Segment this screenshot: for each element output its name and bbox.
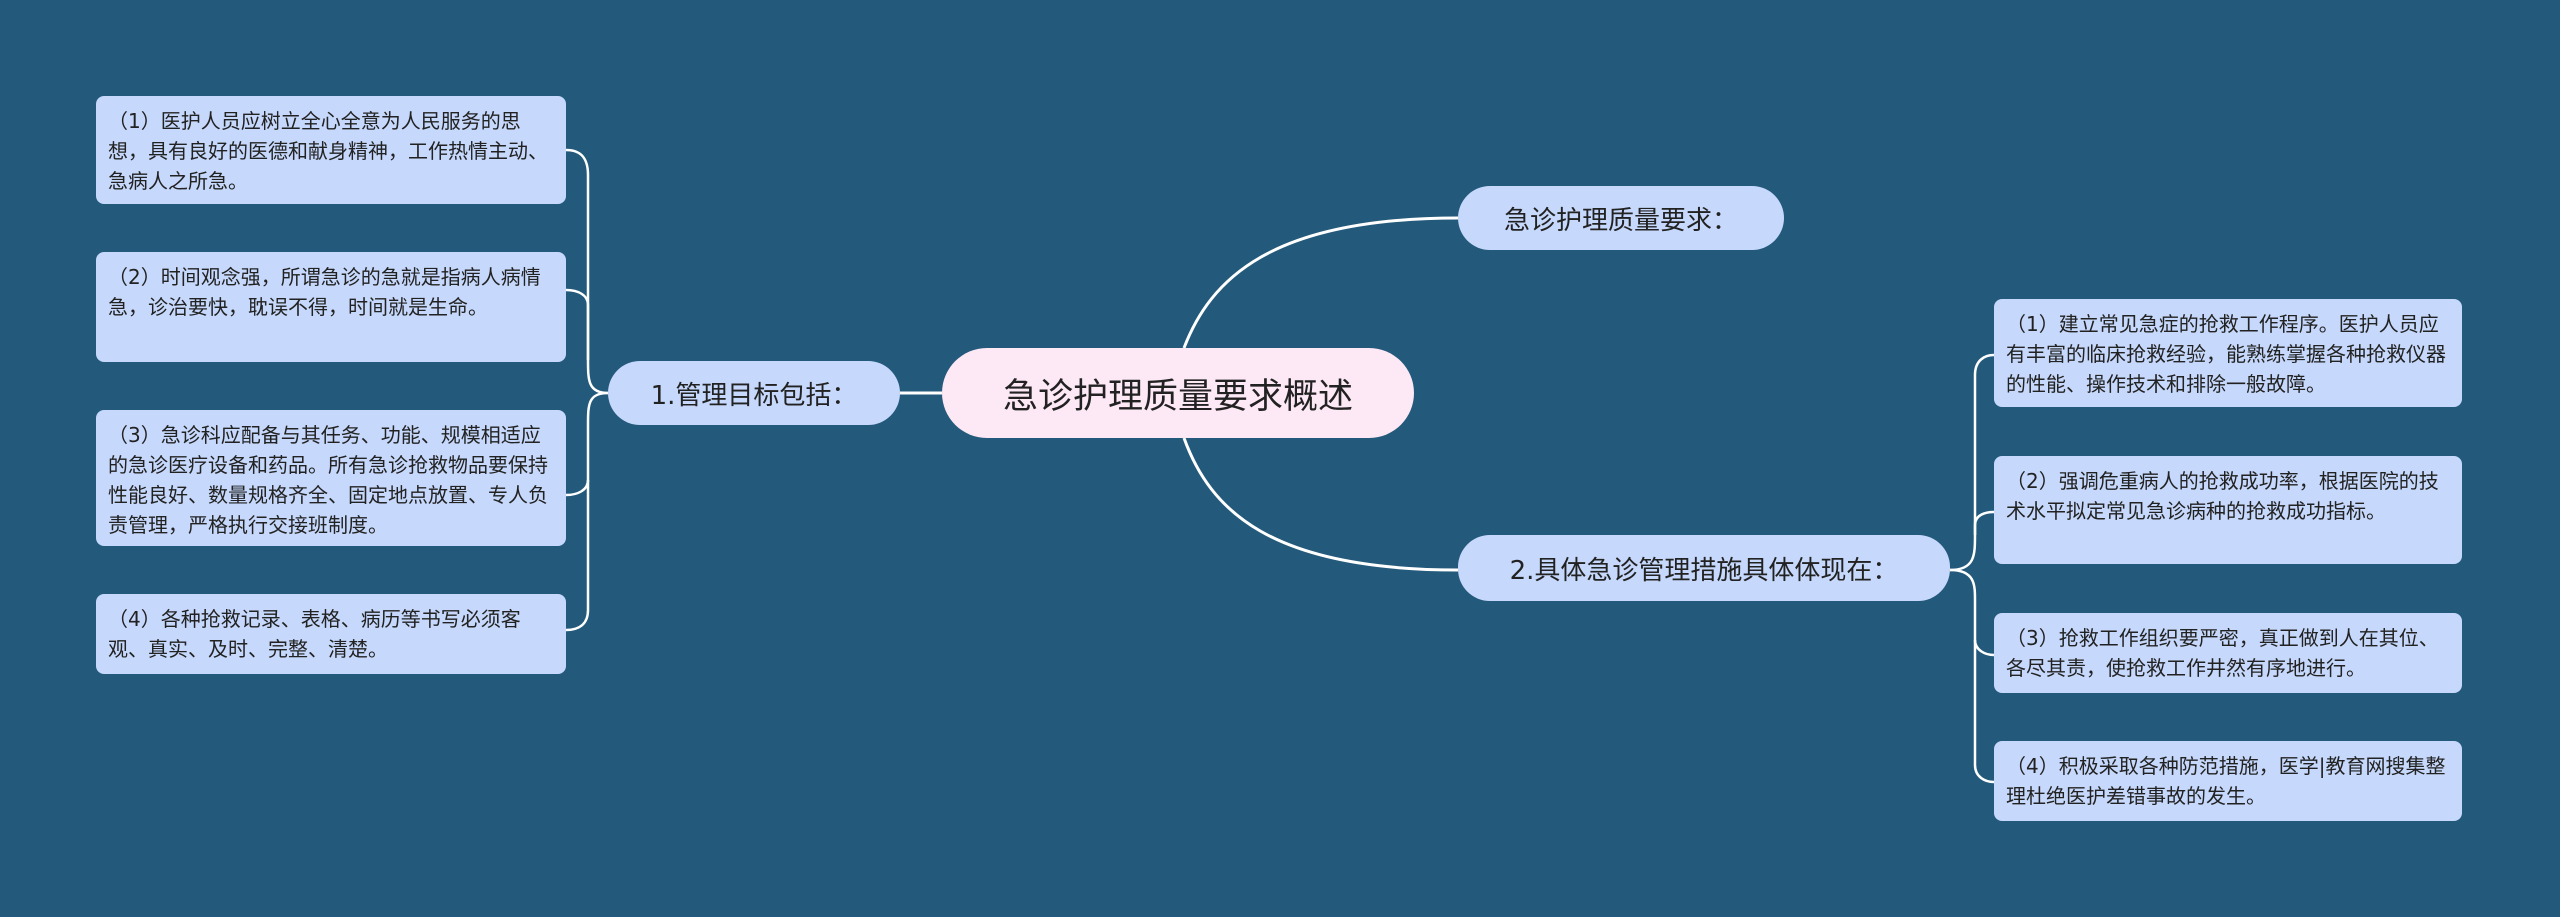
right-leaf-2-text: （2）强调危重病人的抢救成功率，根据医院的技术水平拟定常见急诊病种的抢救成功指标…: [2006, 469, 2439, 523]
left-leaf-2-text: （2）时间观念强，所谓急诊的急就是指病人病情急，诊治要快，耽误不得，时间就是生命…: [108, 265, 541, 319]
right-leaf-3-text: （3）抢救工作组织要严密，真正做到人在其位、各尽其责，使抢救工作井然有序地进行。: [2006, 626, 2439, 680]
left-leaf-4-text: （4）各种抢救记录、表格、病历等书写必须客观、真实、及时、完整、清楚。: [108, 607, 521, 661]
connector-central-to-top: [1182, 216, 1459, 349]
central-topic-label: 急诊护理质量要求概述: [1002, 376, 1353, 417]
right-leaf-2[interactable]: （2）强调危重病人的抢救成功率，根据医院的技术水平拟定常见急诊病种的抢救成功指标…: [1994, 456, 2462, 564]
connector-left-bracket: [565, 148, 609, 395]
central-topic[interactable]: 急诊护理质量要求概述: [942, 348, 1414, 438]
left-leaf-1-text: （1）医护人员应树立全心全意为人民服务的思想，具有良好的医德和献身精神，工作热情…: [108, 109, 548, 193]
left-leaf-2[interactable]: （2）时间观念强，所谓急诊的急就是指病人病情急，诊治要快，耽误不得，时间就是生命…: [96, 252, 566, 362]
left-leaf-1[interactable]: （1）医护人员应树立全心全意为人民服务的思想，具有良好的医德和献身精神，工作热情…: [96, 96, 566, 204]
connector-central-to-right: [1182, 437, 1459, 572]
right-leaf-4[interactable]: （4）积极采取各种防范措施，医学|教育网搜集整理杜绝医护差错事故的发生。: [1994, 741, 2462, 821]
right-leaf-3[interactable]: （3）抢救工作组织要严密，真正做到人在其位、各尽其责，使抢救工作井然有序地进行。: [1994, 613, 2462, 693]
left-leaf-3-text: （3）急诊科应配备与其任务、功能、规模相适应的急诊医疗设备和药品。所有急诊抢救物…: [108, 423, 548, 537]
branch-management-goals-label: 1.管理目标包括：: [650, 380, 858, 411]
left-leaf-3[interactable]: （3）急诊科应配备与其任务、功能、规模相适应的急诊医疗设备和药品。所有急诊抢救物…: [96, 410, 566, 546]
branch-quality-requirements[interactable]: 急诊护理质量要求：: [1458, 186, 1784, 250]
right-leaf-1-text: （1）建立常见急症的抢救工作程序。医护人员应有丰富的临床抢救经验，能熟练掌握各种…: [2006, 312, 2446, 396]
branch-quality-requirements-label: 急诊护理质量要求：: [1503, 205, 1738, 236]
left-leaf-4[interactable]: （4）各种抢救记录、表格、病历等书写必须客观、真实、及时、完整、清楚。: [96, 594, 566, 674]
branch-specific-measures[interactable]: 2.具体急诊管理措施具体体现在：: [1458, 535, 1950, 601]
connector-right-bracket: [1949, 353, 1995, 572]
right-leaf-1[interactable]: （1）建立常见急症的抢救工作程序。医护人员应有丰富的临床抢救经验，能熟练掌握各种…: [1994, 299, 2462, 407]
branch-management-goals[interactable]: 1.管理目标包括：: [608, 361, 900, 425]
branch-specific-measures-label: 2.具体急诊管理措施具体体现在：: [1509, 555, 1899, 586]
right-leaf-4-text: （4）积极采取各种防范措施，医学|教育网搜集整理杜绝医护差错事故的发生。: [2006, 754, 2446, 808]
